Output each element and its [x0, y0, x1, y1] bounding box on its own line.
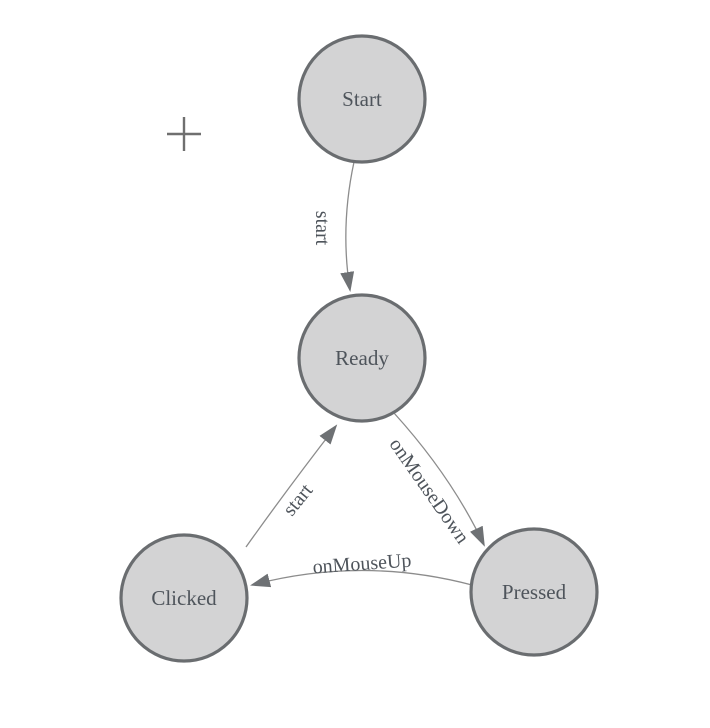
edge-ready-to-pressed[interactable]	[393, 412, 485, 547]
node-ready-label: Ready	[335, 346, 389, 370]
node-clicked-circle	[119, 533, 249, 663]
node-start[interactable]: Start	[297, 34, 427, 164]
edge-ready-to-pressed-label: onMouseDown	[385, 434, 474, 548]
edge-clicked-to-ready-label: start	[279, 479, 318, 520]
node-start-circle	[297, 34, 427, 164]
edge-clicked-to-ready[interactable]	[245, 424, 338, 548]
node-clicked[interactable]: Clicked	[119, 533, 249, 663]
node-pressed-circle	[469, 527, 599, 657]
edge-pressed-to-clicked[interactable]	[250, 569, 473, 588]
node-pressed[interactable]: Pressed	[469, 527, 599, 657]
node-pressed-label: Pressed	[502, 580, 567, 604]
node-clicked-label: Clicked	[151, 586, 217, 610]
plus-icon[interactable]	[167, 117, 201, 151]
edge-start-to-ready[interactable]	[340, 161, 355, 292]
node-ready[interactable]: Ready	[297, 293, 427, 423]
edge-pressed-to-clicked-label: onMouseUp	[312, 550, 412, 579]
edge-start-to-ready-label: start	[311, 211, 333, 246]
node-start-label: Start	[342, 87, 382, 111]
node-ready-circle	[297, 293, 427, 423]
